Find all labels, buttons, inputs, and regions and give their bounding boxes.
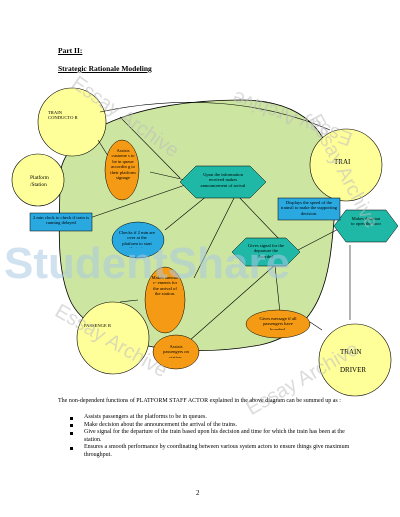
label-two-min-clock: 2 min clock to check if train is running…	[32, 215, 89, 226]
softgoal-two-min-clock	[29, 212, 93, 232]
list-item: Make decision about the announcement the…	[70, 422, 360, 430]
label-platform-station: Platform /Station	[30, 175, 49, 188]
link	[309, 321, 323, 331]
label-info-received: Upon the information received makes anno…	[200, 172, 246, 188]
label-train-conductor: TRAIN CONDUCTO R	[48, 110, 78, 121]
function-list: Assists passengers at the platforms to b…	[70, 414, 360, 460]
label-gives-signal: Gives signal for the departure the board…	[247, 243, 285, 259]
label-train-driver-line2: DRIVER	[340, 366, 367, 374]
link	[193, 193, 237, 279]
task-gives-signal	[231, 237, 301, 267]
actor-train-driver	[318, 323, 392, 397]
label-train-driver-line1: TRAIN	[340, 348, 362, 356]
label-makes-decision: Makes decision to open the door	[351, 216, 381, 227]
link	[164, 194, 209, 231]
list-item: Ensures a smooth performance by coordina…	[70, 444, 360, 459]
label-displays-speed: Displays the speed of the trainsil to ma…	[280, 200, 338, 216]
label-assists-customers: Assists custome s to be in queue accordi…	[110, 148, 136, 181]
actor-platform-station	[11, 153, 65, 207]
summary-paragraph: The non-dependent functions of PLATFORM …	[58, 398, 341, 404]
page-number: 2	[196, 489, 200, 497]
link	[77, 181, 195, 223]
goal-gives-message	[245, 309, 311, 339]
label-makes-announcements: Makes announ c- ements for the arrival o…	[151, 275, 179, 297]
actor-train-conductor	[37, 87, 107, 157]
goal-checks-min	[111, 221, 165, 259]
link	[99, 102, 331, 131]
actor-train	[309, 128, 383, 202]
label-gives-message: Gives message if all passengers have boa…	[259, 316, 297, 330]
link	[119, 116, 181, 179]
goal-assists-customers	[104, 139, 140, 201]
label-assists-passengers: Assists passengers on station.	[163, 344, 189, 358]
link	[235, 193, 281, 241]
label-train: TRAI	[334, 158, 351, 166]
label-passenger: PASSENGE R	[84, 323, 112, 328]
section-title: Strategic Rationale Modeling	[58, 64, 152, 73]
label-checks-min: Checks if 2 min are over at the platform…	[119, 230, 155, 248]
task-makes-decision	[333, 209, 399, 243]
link	[179, 264, 276, 350]
list-item: Give signal for the departure of the tra…	[70, 429, 360, 444]
part-heading: Part II:	[58, 46, 83, 55]
actor-passenger	[76, 301, 150, 375]
goal-makes-announcements	[144, 266, 186, 334]
task-info-received	[179, 165, 267, 199]
goal-assists-passengers	[152, 334, 200, 370]
list-item: Assists passengers at the platforms to b…	[70, 414, 360, 422]
softgoal-displays-speed	[277, 197, 341, 221]
link	[274, 264, 281, 314]
link	[119, 299, 139, 303]
